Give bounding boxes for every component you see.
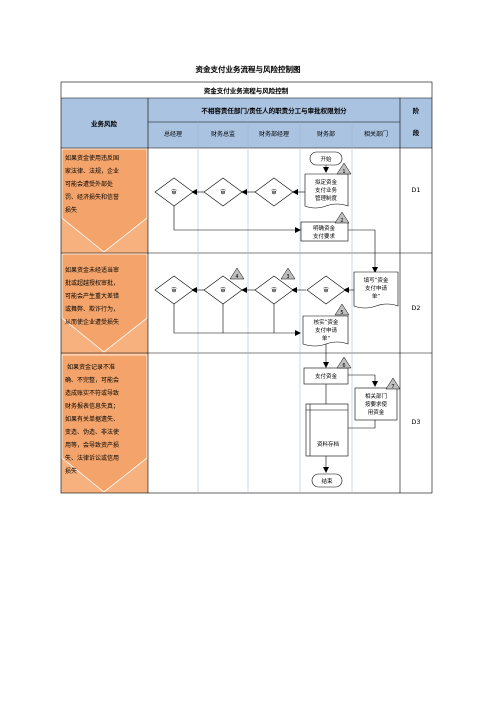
risk-d2-line-5: 从而使企业遭受损失: [65, 318, 119, 326]
stage-header-top: 阶: [413, 106, 420, 115]
svg-text:核实“资金: 核实“资金: [314, 318, 339, 326]
archive-node: 资料存档: [305, 403, 349, 457]
approve-diamond-fd-d2: 审: [306, 275, 346, 305]
risk-d3-line-3: 造成账实不符或导致: [65, 389, 119, 397]
risk-d2-line-4: 或舞弊、欺诈行为，: [65, 305, 119, 313]
svg-text:审: 审: [220, 188, 226, 196]
svg-text:拟定资金: 拟定资金: [315, 178, 338, 186]
verify-application-node: 核实“资金 支付申请 单”: [302, 315, 349, 347]
stage-d2: D2: [411, 304, 420, 312]
header-fill: [61, 98, 432, 148]
table-title: 资金支付业务流程与风险控制: [204, 86, 289, 95]
svg-text:支付业务: 支付业务: [315, 186, 338, 194]
column-header-cfo: 财务总监: [211, 130, 235, 138]
risk-d3-line-6: 变造、伪造、非法使: [65, 428, 119, 436]
start-label: 开始: [320, 155, 332, 163]
svg-text:单”: 单”: [372, 292, 381, 300]
approve-diamond-gm-d2: 审: [154, 275, 194, 305]
svg-text:审: 审: [171, 286, 177, 294]
stage-d1: D1: [411, 186, 420, 194]
approve-diamond-cfo-d2: 审: [203, 275, 243, 305]
svg-text:2: 2: [340, 218, 343, 224]
svg-text:填写“资金: 填写“资金: [364, 276, 389, 284]
stage-header-bottom: 段: [413, 128, 420, 137]
end-node: 结束: [311, 473, 343, 488]
risk-d3-line-4: 财务报表信息失真；: [65, 402, 119, 410]
control-marker-2: 2: [334, 211, 350, 224]
svg-text:支付申请: 支付申请: [365, 284, 388, 292]
svg-text:1: 1: [342, 169, 345, 175]
risk-header: 业务风险: [91, 119, 118, 128]
duty-header: 不相容责任部门/责任人的职责分工与审批权限划分: [201, 106, 347, 115]
svg-text:6: 6: [342, 363, 345, 369]
risk-d1-line-4: 罚、经济损失和信誉: [65, 193, 119, 201]
svg-text:按要求使: 按要求使: [365, 400, 388, 408]
end-label: 结束: [321, 477, 333, 485]
svg-text:资料存档: 资料存档: [317, 440, 340, 448]
approve-diamond-gm-d1: 审: [154, 177, 194, 207]
svg-text:3: 3: [286, 274, 289, 280]
control-marker-7: 7: [385, 377, 401, 390]
svg-text:支付申请: 支付申请: [315, 326, 338, 334]
column-header-finance-dept: 财务部: [317, 130, 335, 138]
fill-application-node: 填写“资金 支付申请 单”: [353, 271, 399, 309]
risk-d3-line-7: 用等，会导致资产损: [65, 441, 119, 449]
approve-diamond-fm-d1: 审: [254, 177, 294, 207]
table-title-cell: [61, 82, 432, 98]
svg-text:支付要求: 支付要求: [313, 232, 336, 240]
svg-text:用资金: 用资金: [368, 408, 385, 416]
svg-text:管理制度: 管理制度: [315, 194, 338, 202]
risk-d1-line-5: 损失: [65, 206, 77, 214]
page-title: 资金支付业务流程与风险控制图: [195, 65, 301, 74]
risk-d2-line-1: 如果资金未经适当审: [65, 266, 119, 274]
risk-d3-line-1: 如果资金记录不准: [67, 363, 115, 371]
risk-d3-line-5: 如果有关单据遗失、: [65, 415, 119, 423]
risk-arrow-d3: [61, 354, 148, 493]
column-header-general-manager: 总经理: [164, 130, 182, 138]
column-header-finance-manager: 财务部经理: [259, 130, 289, 138]
svg-text:相关部门: 相关部门: [365, 392, 387, 400]
risk-d3-line-2: 确、不完整，可能会: [65, 376, 119, 384]
control-marker-6: 6: [336, 356, 352, 369]
svg-text:支付资金: 支付资金: [315, 372, 338, 380]
svg-text:审: 审: [323, 286, 329, 294]
risk-arrow-d1: [61, 148, 148, 253]
svg-text:审: 审: [171, 188, 177, 196]
risk-d2-line-2: 批或超越授权审批，: [65, 279, 119, 287]
risk-d3-line-8: 失、法律诉讼或信用: [65, 454, 119, 462]
risk-d1-line-3: 可能会遭受外部处: [65, 180, 113, 188]
risk-d1-line-2: 家法律、法规，企业: [65, 167, 119, 175]
svg-text:4: 4: [235, 274, 238, 280]
svg-text:明确资金: 明确资金: [313, 224, 336, 232]
clarify-requirements-node: 明确资金 支付要求: [300, 221, 349, 242]
pay-funds-node: 支付资金: [303, 367, 349, 385]
start-node: 开始: [309, 151, 343, 166]
svg-text:审: 审: [220, 286, 226, 294]
stage-d3: D3: [411, 418, 420, 426]
risk-d3-line-9: 损失: [65, 467, 77, 475]
control-marker-4: 4: [229, 267, 245, 280]
risk-d1-line-1: 如果资金使用违反国: [65, 154, 119, 162]
draft-policy-node: 拟定资金 支付业务 管理制度: [304, 173, 349, 209]
risk-arrow-d2: [61, 253, 148, 353]
svg-text:5: 5: [340, 310, 343, 316]
control-marker-3: 3: [280, 267, 296, 280]
svg-text:审: 审: [271, 188, 277, 196]
risk-d2-line-3: 可能会产生重大差错: [65, 292, 119, 300]
approve-diamond-cfo-d1: 审: [203, 177, 243, 207]
approve-diamond-fm-d2: 审: [254, 275, 294, 305]
use-funds-node: 相关部门 按要求使 用资金: [354, 387, 398, 421]
control-marker-1: 1: [336, 162, 352, 175]
column-header-related-dept: 相关部门: [364, 130, 388, 138]
svg-text:7: 7: [391, 384, 394, 390]
control-marker-5: 5: [334, 303, 350, 316]
svg-text:审: 审: [271, 286, 277, 294]
svg-text:单”: 单”: [322, 334, 331, 342]
